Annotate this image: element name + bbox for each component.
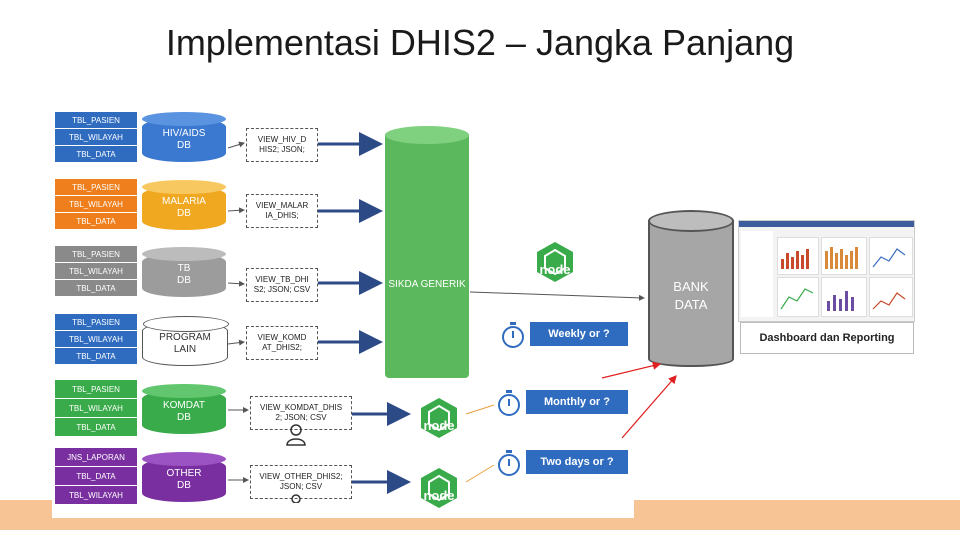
dashboard-reporting-label: Dashboard dan Reporting: [740, 322, 914, 354]
stopwatch-icon: [498, 390, 520, 416]
stopwatch-icon: [502, 322, 524, 348]
table-box: TBL_PASIEN: [55, 179, 137, 196]
dashboard-chart: [869, 277, 913, 317]
table-box: TBL_WILAYAH: [55, 399, 137, 418]
bank-data-label: BANK DATA: [650, 278, 732, 314]
view-text: HIS2; JSON;: [259, 145, 305, 154]
table-box: TBL_PASIEN: [55, 112, 137, 129]
table-box: TBL_DATA: [55, 467, 137, 486]
view-text: VIEW_TB_DHI: [255, 275, 309, 284]
table-box: JNS_LAPORAN: [55, 448, 137, 467]
schedule-weekly: Weekly or ?: [530, 322, 628, 346]
view-box: VIEW_OTHER_DHIS2;JSON; CSV: [250, 465, 352, 499]
bank-data-label-line: BANK: [673, 279, 709, 294]
table-box: TBL_WILAYAH: [55, 129, 137, 146]
node-logo-text: node: [539, 262, 571, 277]
db-label: KOMDAT: [162, 400, 206, 411]
stopwatch-icon: [498, 450, 520, 476]
table-box: TBL_PASIEN: [55, 380, 137, 399]
table-box: TBL_DATA: [55, 146, 137, 163]
view-text: IA_DHIS;: [265, 211, 299, 220]
db-label: TB: [177, 263, 191, 274]
db-label: HIV/AIDS: [162, 128, 206, 139]
view-text: JSON; CSV: [279, 482, 323, 491]
view-text: S2; JSON; CSV: [253, 285, 311, 294]
node-logo-text: node: [423, 488, 455, 503]
db-label: DB: [177, 480, 191, 491]
sikda-generik-cylinder: [385, 126, 469, 378]
nodejs-logo-icon: node: [412, 466, 466, 519]
tb-db-cylinder: TB DB: [142, 247, 226, 297]
komdat-db-cylinder: KOMDAT DB: [142, 384, 226, 434]
node-logo-text: node: [423, 418, 455, 433]
bank-data-label-line: DATA: [674, 297, 708, 312]
view-text: VIEW_KOMDAT_DHIS: [259, 403, 343, 412]
dashboard-chart: [869, 237, 913, 275]
malaria-db-cylinder: MALARIA DB: [142, 180, 226, 230]
db-label: OTHER: [166, 468, 202, 479]
view-text: VIEW_MALAR: [255, 201, 309, 210]
db-label: DB: [177, 412, 191, 423]
db-label: DB: [177, 275, 191, 286]
db-label: MALARIA: [162, 196, 206, 207]
table-box: TBL_PASIEN: [55, 246, 137, 263]
db-label: PROGRAM: [159, 332, 211, 343]
diagram-panel: [52, 104, 634, 518]
db-label: LAIN: [173, 344, 197, 355]
table-box: TBL_DATA: [55, 418, 137, 437]
bank-data-cylinder: [648, 210, 734, 367]
view-text: 2; JSON; CSV: [275, 413, 327, 422]
schedule-monthly: Monthly or ?: [526, 390, 628, 414]
view-text: VIEW_KOMD: [257, 333, 307, 342]
dashboard-chart: [821, 237, 867, 275]
dashboard-topbar: [739, 221, 914, 227]
table-box: TBL_WILAYAH: [55, 196, 137, 213]
nodejs-logo-icon: node: [528, 240, 582, 293]
table-box: TBL_WILAYAH: [55, 486, 137, 505]
table-box: TBL_DATA: [55, 348, 137, 365]
program-lain-db-cylinder: PROGRAM LAIN: [142, 316, 229, 366]
user-icon: [286, 490, 306, 508]
table-box: TBL_DATA: [55, 280, 137, 297]
nodejs-logo-icon: node: [412, 396, 466, 449]
view-text: VIEW_HIV_D: [257, 135, 307, 144]
schedule-two-days: Two days or ?: [526, 450, 628, 474]
slide-title: Implementasi DHIS2 – Jangka Panjang: [165, 22, 795, 63]
other-db-cylinder: OTHER DB: [142, 452, 226, 502]
sikda-generik-label: SIKDA GENERIK: [388, 279, 466, 290]
view-text: VIEW_OTHER_DHIS2;: [259, 472, 343, 481]
table-box: TBL_PASIEN: [55, 314, 137, 331]
table-box: TBL_WILAYAH: [55, 331, 137, 348]
dashboard-chart: [777, 277, 819, 317]
dashboard-sidebar: [741, 231, 773, 317]
view-text: AT_DHIS2;: [262, 343, 302, 352]
hiv-db-cylinder: HIV/AIDS DB: [142, 112, 226, 162]
user-icon: [286, 424, 306, 451]
table-box: TBL_DATA: [55, 213, 137, 230]
db-label: DB: [177, 140, 191, 151]
dashboard-screenshot: [738, 220, 915, 322]
table-box: TBL_WILAYAH: [55, 263, 137, 280]
db-label: DB: [177, 208, 191, 219]
